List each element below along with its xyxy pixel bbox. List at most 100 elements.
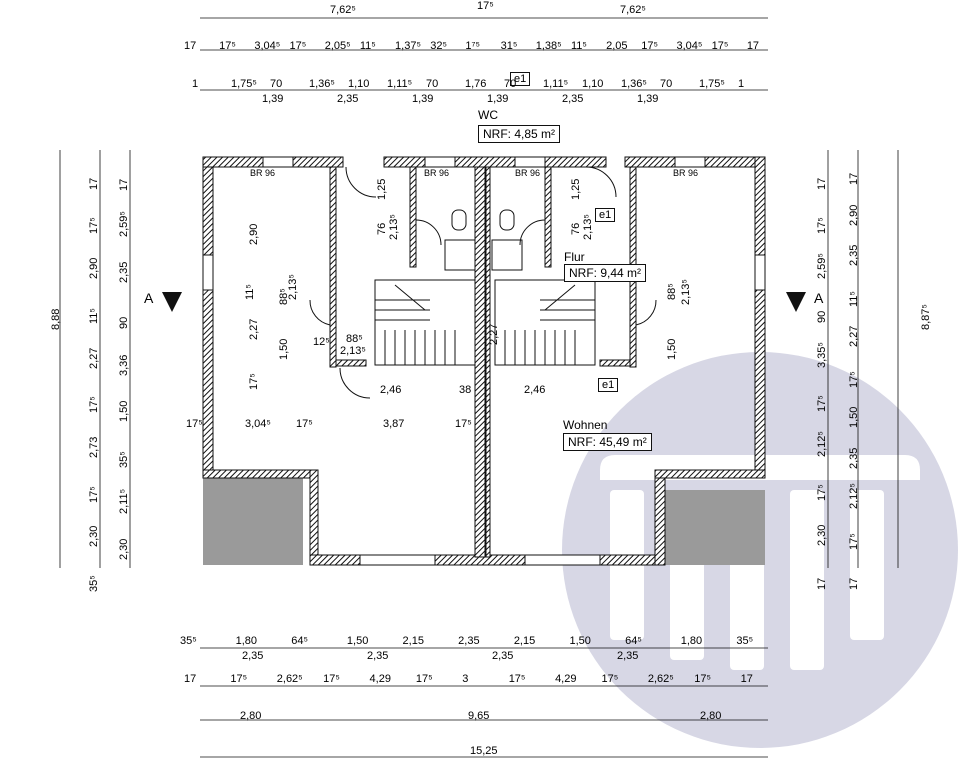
dim-right-col2-2: 2,35 [848,244,860,267]
dim-interior-8: 88⁵ [346,333,363,345]
wc-fixtures [444,209,523,271]
dim-bottom-row1-7: 1,50 [569,635,591,647]
window-label-3: BR 96 [515,168,541,178]
dim-interior-0: 2,90 [248,223,260,245]
dim-bottom-row3-1: 9,65 [468,710,490,722]
dim-right-col1-2: 2,59⁵ [816,252,828,279]
window-label-4: BR 96 [673,168,699,178]
dim-top-row1-6: 1,37⁵ [395,40,422,52]
dim-top-row2-sub-3: 1,39 [487,93,509,105]
stair-right [494,279,596,366]
dim-right-col1-8: 2,30 [816,524,828,546]
dim-left-col2-7: 17⁵ [88,485,100,503]
dim-interior-22: 1,25 [570,178,582,200]
dim-interior-5: 2,13⁵ [287,274,299,300]
dim-top-row1-0: 17 [184,40,197,52]
dim-right-col1-3: 90 [816,310,828,323]
dim-left-col2-8: 2,30 [88,525,100,548]
dim-right-col2-8: 2,12⁵ [848,483,860,510]
dim-right-col2-3: 11⁵ [848,290,860,307]
dim-left-col3-7: 2,11⁵ [118,488,130,514]
dim-top-row2-3: 1,36⁵ [309,78,335,90]
dim-top-row2-12: 70 [660,78,673,90]
window-label-2: BR 96 [424,168,450,178]
dim-bottom-row1-1: 1,80 [235,635,258,647]
dim-left-col3-2: 2,35 [118,261,130,284]
dim-interior-7: 12⁵ [313,336,330,348]
room-area-wc: NRF: 4,85 m² [478,125,561,143]
dim-interior-2: 1,50 [278,338,290,360]
dim-top-row2-1: 1,75⁵ [231,78,257,90]
dim-interior-17: 3,04⁵ [245,418,271,430]
dim-bottom-row1-sub-3: 2,35 [617,650,639,662]
dim-interior-20: 17⁵ [455,418,472,430]
section-arrow-left-icon [162,292,182,312]
dim-bottom-row1-5: 2,35 [458,635,480,647]
marker-e1-top: e1 [510,72,531,86]
room-label-flur: Flur [564,250,585,264]
dim-top-row1-2: 3,04⁵ [254,40,281,52]
room-label-wc: WC [478,108,498,122]
dim-interior-25: 88⁵ [666,283,678,300]
dim-left-col3-4: 3,36 [118,354,130,376]
dim-top-row1-7: 32⁵ [430,40,448,52]
window-label-1: BR 96 [250,168,276,178]
dim-top-row2-4: 1,10 [348,78,370,90]
section-marker-left: A [144,290,154,306]
dim-left-col2-0: 17 [88,177,100,190]
dim-top-row2-sub-5: 1,39 [637,93,659,105]
room-area-flur: NRF: 9,44 m² [564,264,647,282]
dim-right-col1-4: 3,35⁵ [816,341,828,368]
dim-bottom-total: 15,25 [470,745,498,757]
dim-bottom-row1-9: 1,80 [680,635,703,647]
doors [309,166,657,399]
dim-interior-13: 2,27 [488,323,500,345]
dim-interior-19: 3,87 [383,418,405,430]
dim-bottom-row2-10: 2,62⁵ [647,673,674,685]
marker-e1-right: e1 [595,208,616,222]
dim-interior-15: 38 [459,384,472,396]
section-arrow-right-icon [786,292,806,312]
dim-interior-6: 11⁵ [244,284,256,300]
dim-interior-9: 2,13⁵ [340,345,366,357]
dimension-lines [59,17,899,758]
dim-bottom-row1-3: 1,50 [346,635,369,647]
dim-right-outer: 8,87⁵ [920,304,932,330]
dim-bottom-row1-2: 64⁵ [291,635,309,647]
dim-left-col2-9: 35⁵ [88,575,100,592]
marker-e1-stair: e1 [598,378,619,392]
dim-top-row2-7: 1,76 [465,78,487,90]
dim-top-mid: 17⁵ [477,0,494,12]
dim-right-col2-7: 2,35 [848,447,860,469]
dim-top-row2-sub-1: 2,35 [337,93,359,105]
dim-top-row1-10: 1,38⁵ [535,40,562,52]
dim-right-col2-5: 17⁵ [848,370,860,388]
dim-top-row1-3: 17⁵ [289,40,307,52]
dim-bottom-row2-12: 17 [740,673,753,685]
dim-left-col3-8: 2,30 [118,538,130,560]
dim-top-row2-5: 1,11⁵ [387,78,413,90]
dim-left-col2-3: 11⁵ [88,307,100,324]
dim-interior-26: 2,13⁵ [680,279,692,305]
dim-top-row2-9: 1,11⁵ [543,78,569,90]
dim-top-row1-11: 11⁵ [570,40,587,52]
dim-top-row2-6: 70 [426,78,439,90]
dim-right-col1-7: 17⁵ [816,484,828,501]
room-label-wohnen: Wohnen [563,418,608,432]
dim-bottom-row2-2: 2,62⁵ [276,673,303,685]
dim-bottom-row1-0: 35⁵ [180,635,197,647]
dim-bottom-row2-11: 17⁵ [694,673,712,685]
dim-bottom-row1-8: 64⁵ [625,635,642,647]
dim-bottom-row1-sub-1: 2,35 [367,650,389,662]
dim-bottom-row2-4: 4,29 [369,673,391,685]
dim-bottom-row3-2: 2,80 [700,710,722,722]
dim-top-row2-sub-0: 1,39 [262,93,284,105]
dim-left-col3-1: 2,59⁵ [118,211,130,238]
dim-top-row2-sub-4: 2,35 [562,93,584,105]
dim-left-outer: 8,88 [50,308,62,330]
dim-interior-21: 17⁵ [186,418,203,430]
dim-bottom-row2-3: 17⁵ [323,673,340,685]
dim-top-row1-14: 3,04⁵ [676,40,703,52]
dim-left-col3-5: 1,50 [118,400,130,422]
dim-top-row1-9: 31⁵ [500,40,518,52]
